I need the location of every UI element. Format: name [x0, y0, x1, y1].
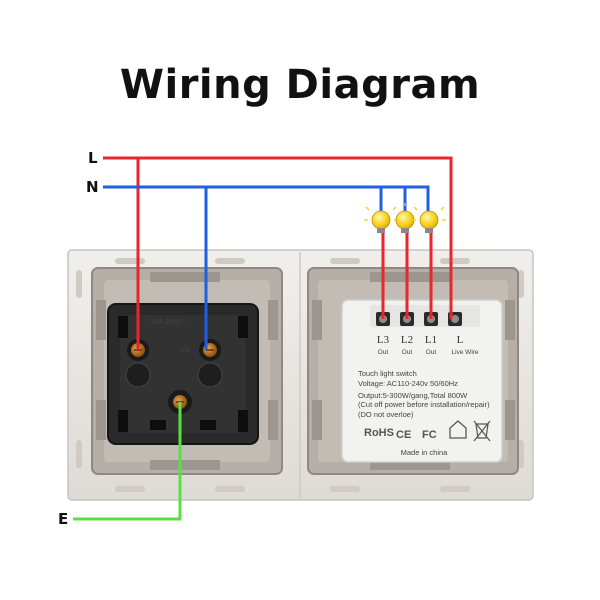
lamp-l3-icon	[364, 206, 398, 233]
terminal-l2-sub: Out	[402, 349, 413, 356]
module-line-3: Output:5-300W/gang,Total 800W	[358, 391, 468, 400]
socket-neutral-terminal	[199, 339, 221, 361]
terminal-l-label: L	[457, 334, 464, 346]
live-label: L	[88, 149, 98, 167]
module-line-2: Voltage: AC110-240v 50/60Hz	[358, 379, 458, 388]
terminal-l-sub: Live Wire	[451, 349, 478, 356]
socket-rating-text: 16A 250V~	[150, 317, 188, 326]
live-wire-main	[103, 156, 453, 319]
plate-holes	[76, 258, 524, 492]
cert-ce-text: CE	[396, 429, 411, 441]
cert-rohs-text: RoHS	[364, 427, 394, 439]
module-line-4: (Cut off power before installation/repai…	[358, 400, 490, 409]
home-icon	[449, 420, 467, 439]
neutral-label: N	[86, 178, 99, 196]
socket-pin-left	[125, 362, 151, 388]
terminal-l1-sub: Out	[426, 349, 437, 356]
socket-cert-text: CE	[180, 345, 190, 354]
neutral-wire-main	[103, 185, 430, 212]
module-line-1: Touch light switch	[358, 369, 417, 378]
terminal-l3-sub: Out	[378, 349, 389, 356]
terminal-l3-label: L3	[377, 334, 390, 346]
socket-pin-right	[197, 362, 223, 388]
diagram-title: Wiring Diagram	[119, 62, 481, 108]
weee-bin-icon	[473, 420, 491, 442]
earth-label: E	[58, 510, 68, 528]
earth-wire	[73, 402, 182, 521]
terminal-l1-label: L1	[425, 334, 437, 346]
lamp-l1-icon	[412, 206, 446, 233]
lamp-l2-icon	[395, 203, 415, 233]
made-in-text: Made in china	[401, 448, 449, 457]
terminal-l2-label: L2	[401, 334, 413, 346]
module-line-5: (DO not overloe)	[358, 410, 414, 419]
cert-fc-text: FC	[422, 429, 437, 441]
